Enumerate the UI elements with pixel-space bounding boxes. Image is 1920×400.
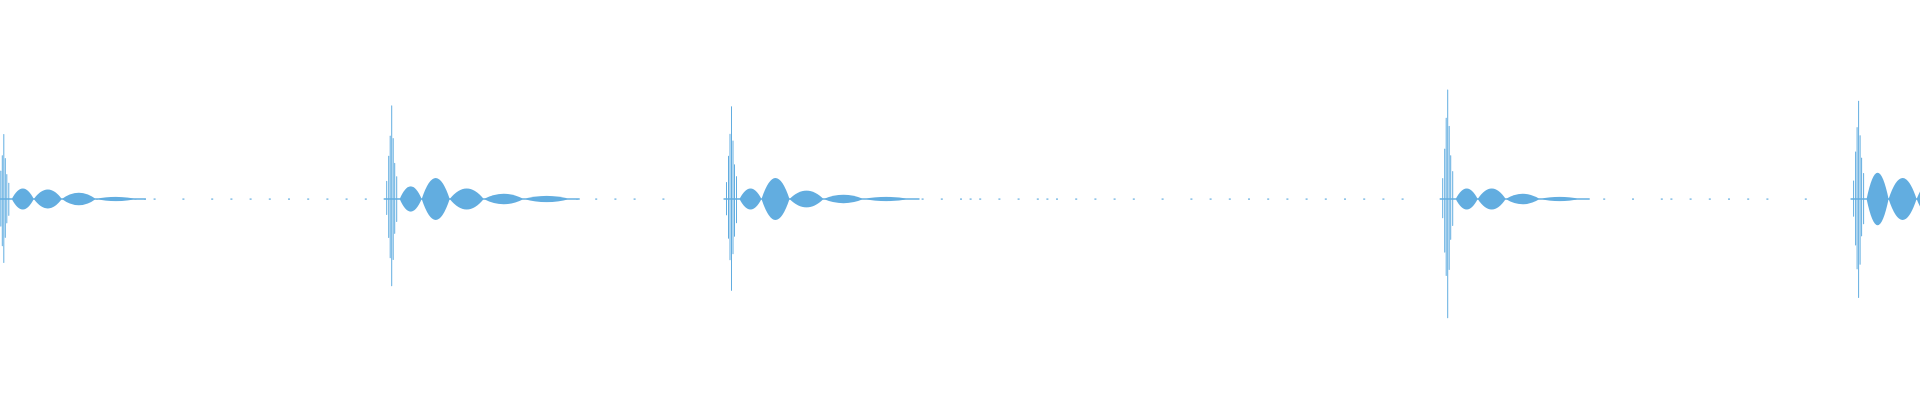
noise-dot bbox=[998, 198, 1001, 200]
noise-dot bbox=[1804, 198, 1807, 200]
noise-dot bbox=[1017, 198, 1020, 200]
noise-dot bbox=[1766, 198, 1769, 200]
noise-dot bbox=[326, 198, 329, 200]
noise-dot bbox=[1248, 198, 1250, 200]
waveform-series bbox=[0, 89, 1920, 319]
noise-dot bbox=[1286, 198, 1289, 200]
noise-dot bbox=[1632, 198, 1634, 200]
noise-dot bbox=[364, 198, 367, 200]
noise-dot bbox=[1161, 198, 1164, 200]
noise-dot bbox=[979, 198, 982, 200]
noise-dot bbox=[1267, 198, 1270, 200]
noise-dot bbox=[1113, 198, 1116, 200]
noise-dot bbox=[614, 198, 617, 200]
noise-dot bbox=[268, 198, 271, 200]
noise-dot bbox=[662, 198, 665, 200]
noise-dot bbox=[595, 198, 598, 200]
noise-dot bbox=[1660, 198, 1663, 200]
noise-dot bbox=[211, 198, 214, 200]
noise-dot bbox=[921, 198, 924, 200]
noise-dot bbox=[1046, 198, 1049, 200]
noise-dot bbox=[153, 198, 156, 200]
noise-dot bbox=[1132, 198, 1135, 200]
noise-dot bbox=[1056, 198, 1058, 200]
noise-dot bbox=[1190, 198, 1193, 200]
noise-dot bbox=[1036, 198, 1039, 200]
noise-dot bbox=[249, 198, 252, 200]
noise-dot bbox=[960, 198, 962, 200]
noise-dot bbox=[1075, 198, 1078, 200]
noise-dot bbox=[633, 198, 636, 200]
noise-dot bbox=[1094, 198, 1097, 200]
noise-dot bbox=[307, 198, 310, 200]
noise-dot bbox=[1689, 198, 1692, 200]
noise-dot bbox=[1228, 198, 1231, 200]
noise-dot bbox=[940, 198, 943, 200]
noise-dot bbox=[345, 198, 348, 200]
noise-dot bbox=[1305, 198, 1308, 200]
noise-dot bbox=[1363, 198, 1366, 200]
noise-dot bbox=[969, 198, 972, 200]
noise-dot bbox=[1382, 198, 1385, 200]
noise-dot bbox=[230, 198, 233, 200]
noise-dot bbox=[182, 198, 185, 200]
noise-dot bbox=[1670, 198, 1673, 200]
noise-dot bbox=[1728, 198, 1730, 200]
noise-dot bbox=[1747, 198, 1750, 200]
noise-dot bbox=[1603, 198, 1606, 200]
noise-dot bbox=[1324, 198, 1327, 200]
noise-dot bbox=[1708, 198, 1711, 200]
noise-dot bbox=[1344, 198, 1346, 200]
noise-dot bbox=[1209, 198, 1212, 200]
noise-dot bbox=[1401, 198, 1404, 200]
noise-dot bbox=[288, 198, 290, 200]
